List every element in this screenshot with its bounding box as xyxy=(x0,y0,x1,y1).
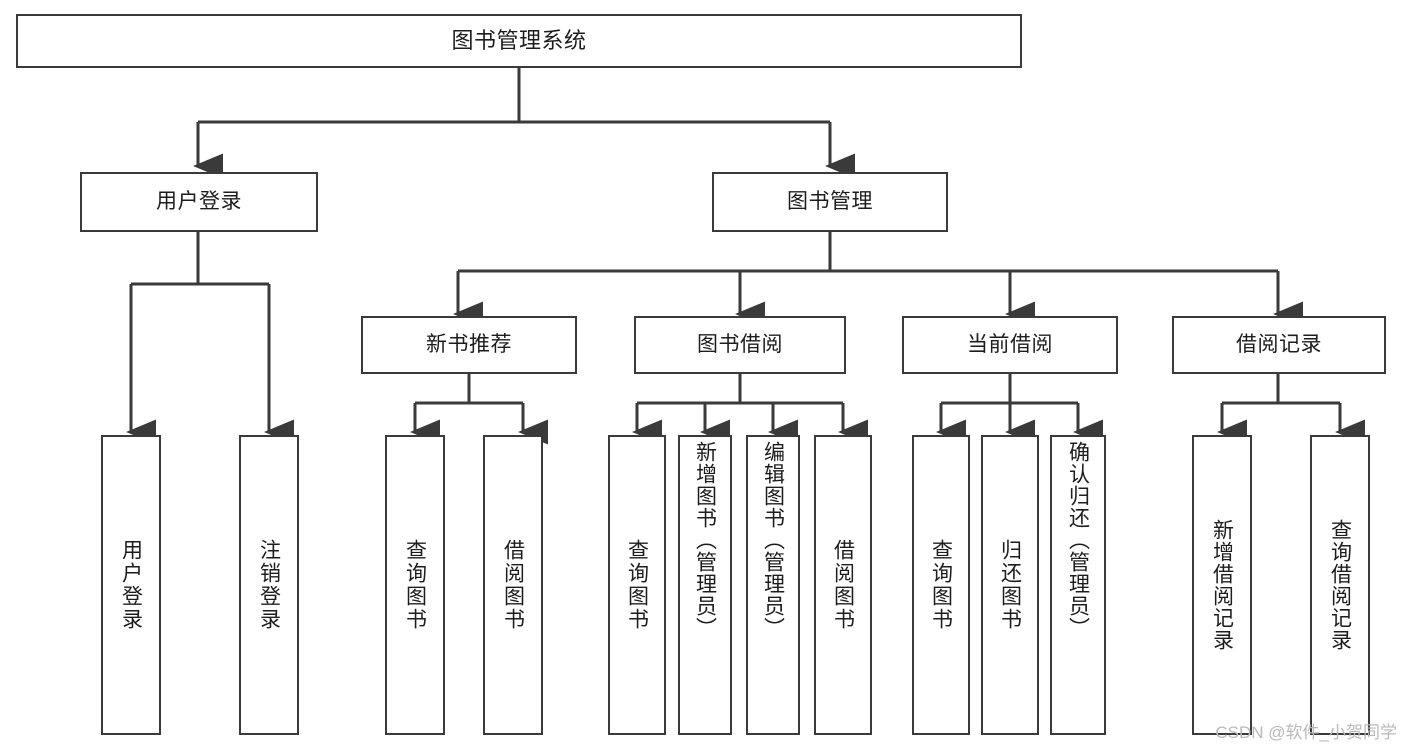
node-label: 新增借阅记录 xyxy=(1210,519,1234,651)
watermark-text: CSDN @软件_小贺同学 xyxy=(1215,723,1397,742)
leaf-logout[interactable]: 注销登录 xyxy=(239,435,299,735)
node-label: 图书管理 xyxy=(787,189,873,213)
node-label: 查询图书 xyxy=(625,539,649,631)
node-label: 归还图书 xyxy=(998,539,1022,631)
leaf-confirm-return-admin[interactable]: 确认归还（管理员） xyxy=(1050,435,1106,735)
leaf-edit-book-admin[interactable]: 编辑图书（管理员） xyxy=(746,435,800,735)
leaf-borrow-book-recommend[interactable]: 借阅图书 xyxy=(483,435,543,735)
node-label: 查询借阅记录 xyxy=(1328,519,1352,651)
node-label: 用户登录 xyxy=(156,189,242,213)
node-borrow-records[interactable]: 借阅记录 xyxy=(1172,316,1386,374)
node-user-login[interactable]: 用户登录 xyxy=(80,172,318,232)
node-book-borrow[interactable]: 图书借阅 xyxy=(634,316,846,374)
node-label: 确认归还（管理员） xyxy=(1066,441,1090,639)
leaf-search-book-recommend[interactable]: 查询图书 xyxy=(385,435,445,735)
node-current-borrow[interactable]: 当前借阅 xyxy=(902,316,1118,374)
node-label: 查询图书 xyxy=(929,539,953,631)
leaf-borrow-book[interactable]: 借阅图书 xyxy=(814,435,872,735)
leaf-add-book-admin[interactable]: 新增图书（管理员） xyxy=(678,435,732,735)
leaf-return-book[interactable]: 归还图书 xyxy=(981,435,1039,735)
node-new-book-recommend[interactable]: 新书推荐 xyxy=(361,316,577,374)
node-book-management[interactable]: 图书管理 xyxy=(712,172,948,232)
leaf-user-login[interactable]: 用户登录 xyxy=(101,435,161,735)
leaf-search-book-borrow[interactable]: 查询图书 xyxy=(608,435,666,735)
node-label: 图书管理系统 xyxy=(451,28,587,54)
node-label: 编辑图书（管理员） xyxy=(761,441,785,639)
node-label: 当前借阅 xyxy=(967,332,1053,356)
node-label: 查询图书 xyxy=(403,539,427,631)
node-label: 借阅记录 xyxy=(1236,332,1322,356)
leaf-search-borrow-record[interactable]: 查询借阅记录 xyxy=(1310,435,1370,735)
leaf-add-borrow-record[interactable]: 新增借阅记录 xyxy=(1192,435,1252,735)
node-label: 借阅图书 xyxy=(501,539,525,631)
node-label: 新增图书（管理员） xyxy=(693,441,717,639)
node-label: 图书借阅 xyxy=(697,332,783,356)
node-label: 借阅图书 xyxy=(831,539,855,631)
node-label: 用户登录 xyxy=(119,539,143,631)
leaf-search-book-current[interactable]: 查询图书 xyxy=(912,435,970,735)
node-label: 注销登录 xyxy=(257,539,281,631)
node-root-system[interactable]: 图书管理系统 xyxy=(16,14,1022,68)
node-label: 新书推荐 xyxy=(426,332,512,356)
